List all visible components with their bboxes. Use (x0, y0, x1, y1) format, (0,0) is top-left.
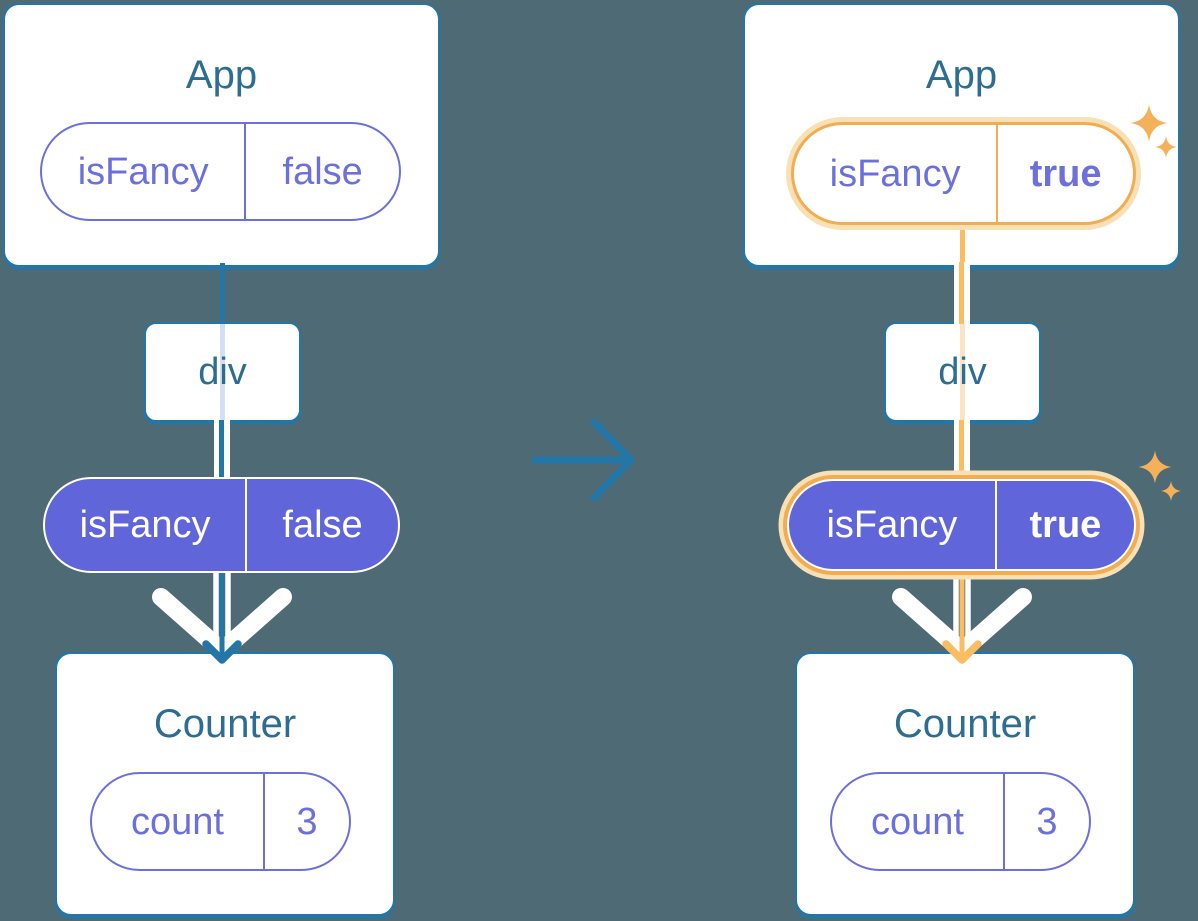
prop-flow-line (959, 220, 965, 267)
state-value-cell: 3 (1002, 774, 1089, 869)
state-name-cell: count (870, 800, 964, 843)
counter-card-before: Counter count 3 (55, 652, 395, 916)
prop-name-cell: isFancy (79, 504, 211, 546)
app-prop-pill-highlighted: isFancy true (791, 122, 1136, 225)
prop-flow-faded-line (220, 324, 225, 420)
state-pill: count 3 (90, 772, 351, 871)
app-to-div-line-highlighted (953, 262, 970, 324)
div-label: div (198, 350, 247, 393)
div-card-before: div (144, 322, 301, 422)
line-center (219, 420, 225, 480)
line-flank (964, 262, 970, 324)
line-flank (953, 262, 960, 324)
passed-prop-pill: isFancy false (43, 477, 400, 573)
sparkles-icon (1130, 104, 1177, 158)
state-value-cell: 3 (262, 774, 349, 869)
counter-title: Counter (153, 702, 297, 746)
prop-flow-faded-line (960, 324, 965, 420)
passed-prop-pill-highlighted: isFancy true (787, 479, 1136, 571)
prop-value-cell: false (244, 124, 399, 219)
prop-name-cell: isFancy (826, 504, 958, 546)
div-label: div (938, 350, 987, 393)
app-card-before: App isFancy false (3, 3, 440, 267)
state-name-cell: count (130, 800, 224, 843)
app-to-div-line (219, 263, 225, 324)
div-to-prop-line (213, 420, 230, 480)
app-prop-pill: isFancy false (40, 122, 401, 221)
app-title: App (925, 53, 998, 97)
down-arrow-icon-highlighted (892, 571, 1032, 664)
app-card-after: App isFancy true (743, 3, 1180, 267)
line-flank (964, 420, 970, 482)
counter-title: Counter (893, 702, 1037, 746)
prop-name-cell: isFancy (829, 152, 961, 195)
prop-value-cell: true (994, 481, 1134, 569)
counter-card-after: Counter count 3 (795, 652, 1135, 916)
line-flank (213, 420, 220, 480)
line-center (959, 420, 965, 482)
transition-arrow-icon (531, 418, 635, 502)
sparkles-icon (1138, 450, 1182, 502)
div-card-after: div (884, 322, 1041, 422)
prop-value-cell: false (245, 479, 398, 571)
prop-name-cell: isFancy (77, 150, 209, 193)
down-arrow-icon (152, 571, 292, 664)
state-pill: count 3 (830, 772, 1091, 871)
div-to-prop-line-highlighted (953, 420, 970, 482)
line-center (959, 262, 965, 324)
prop-value-cell: true (996, 125, 1133, 222)
line-flank (224, 420, 230, 480)
line-flank (953, 420, 960, 482)
app-title: App (185, 53, 258, 97)
